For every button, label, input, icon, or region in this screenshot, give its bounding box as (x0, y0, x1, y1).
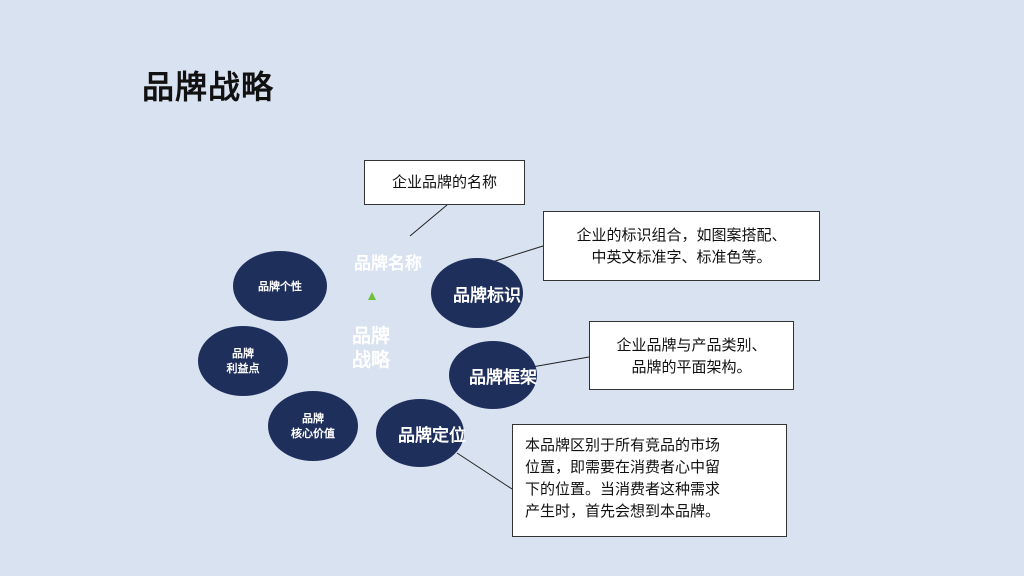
callout-text: 企业品牌的名称 (391, 173, 497, 191)
ellipse-brand-core-value[interactable]: 品牌 核心价值 (268, 391, 358, 461)
callout-brand-framework: 企业品牌与产品类别、 品牌的平面架构。 (589, 321, 794, 390)
center-brand-name: 品牌名称 (354, 254, 422, 274)
ellipse-brand-positioning[interactable]: 品牌定位 (376, 399, 466, 467)
callout-text-line2: 品牌的平面架构。 (631, 358, 752, 376)
center-brand-strategy: 品牌 战略 (352, 325, 391, 371)
connector-positioning (456, 452, 513, 490)
ellipse-brand-personality[interactable]: 品牌个性 (233, 251, 327, 321)
ellipse-label-line1: 品牌 (232, 347, 254, 360)
callout-text-line4: 产生时，首先会想到本品牌。 (525, 502, 721, 520)
ellipse-label-line2: 利益点 (226, 362, 260, 375)
ellipse-label: 品牌标识 (453, 285, 521, 306)
ellipse-label: 品牌定位 (398, 425, 466, 446)
ellipse-label: 品牌个性 (258, 279, 302, 293)
callout-brand-name: 企业品牌的名称 (364, 160, 525, 205)
callout-text-line2: 中英文标准字、标准色等。 (591, 248, 772, 266)
ellipse-label: 品牌框架 (469, 367, 537, 388)
slide-title: 品牌战略 (142, 68, 275, 106)
ellipse-brand-benefit[interactable]: 品牌 利益点 (198, 326, 288, 396)
callout-brand-identity: 企业的标识组合，如图案搭配、 中英文标准字、标准色等。 (543, 211, 820, 281)
callout-text-line1: 企业品牌与产品类别、 (616, 336, 767, 354)
callout-brand-positioning: 本品牌区别于所有竞品的市场 位置，即需要在消费者心中留 下的位置。当消费者这种需… (512, 424, 787, 537)
callout-text-line1: 企业的标识组合，如图案搭配、 (576, 226, 787, 244)
center-triangle-icon (368, 292, 376, 300)
ellipse-brand-identity[interactable]: 品牌标识 (431, 258, 523, 328)
connector-identity (491, 245, 544, 263)
ellipse-label-line2: 核心价值 (291, 427, 335, 440)
callout-text-line1: 本品牌区别于所有竞品的市场 (525, 436, 721, 454)
ellipse-label-line1: 品牌 (302, 412, 324, 425)
callout-text-line3: 下的位置。当消费者这种需求 (525, 480, 721, 498)
connector-name (409, 204, 448, 237)
ellipse-brand-framework[interactable]: 品牌框架 (449, 341, 537, 409)
callout-text-line2: 位置，即需要在消费者心中留 (525, 458, 721, 476)
